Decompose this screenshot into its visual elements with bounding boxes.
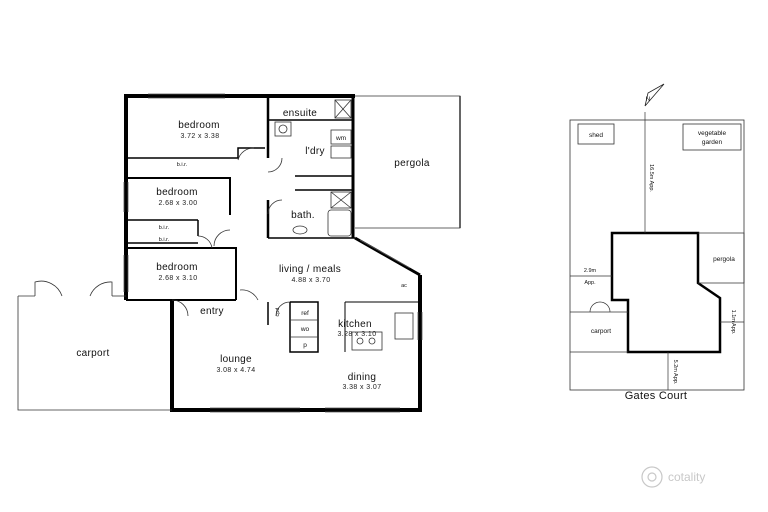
wet-area-fixtures [274,99,414,351]
garden-label-line1: vegetable [698,130,727,137]
carport-label: carport [76,348,109,359]
cpd-label: cpd [275,308,281,317]
front-setback-label: 5.2m App. [672,360,678,385]
bath-label: bath. [291,210,315,221]
bedroom3-label: bedroom [156,262,198,273]
lounge-label: lounge [220,354,252,365]
site-pergola-label: pergola [713,256,735,263]
ac-label: ac [401,283,407,289]
cotality-logo-icon [641,466,663,488]
bir-label-1: b.i.r. [177,162,188,168]
bedroom2-label: bedroom [156,187,198,198]
bedroom3-dims: 2.68 x 3.10 [158,275,197,282]
bedroom1-dims: 3.72 x 3.38 [180,133,219,140]
side-setback-app-label: App. [584,280,596,286]
bir-label-3: b.i.r. [159,237,170,243]
dining-dims: 3.38 x 3.07 [342,384,381,391]
ldry-label: l'dry [305,146,325,157]
kitchen-label: kitchen [338,319,372,330]
lounge-dims: 3.08 x 4.74 [216,367,255,374]
living-label: living / meals [279,264,341,275]
kitchen-dims: 3.28 x 3.10 [337,331,376,338]
shed-label: shed [589,132,603,139]
living-dims: 4.88 x 3.70 [291,277,330,284]
right-setback-label: 1.1m App. [730,310,736,335]
kitchen-cabinets [290,319,318,338]
carport-structure [17,280,172,411]
cotality-logo-text: cotality [668,470,705,484]
north-label: N [646,96,651,103]
house-walls [124,94,422,412]
site-plan [569,112,745,391]
street-label: Gates Court [625,390,688,402]
ref-label: ref [301,310,309,317]
pergola-label: pergola [394,158,430,169]
rear-setback-label: 16.5m App. [648,164,654,192]
north-arrow-icon [644,83,665,107]
site-carport-label: carport [591,328,611,335]
ensuite-label: ensuite [283,108,317,119]
bir-label-2: b.i.r. [159,225,170,231]
side-setback-label: 2.9m [584,268,597,274]
dining-label: dining [348,372,377,383]
doors [171,147,291,317]
wo-label: wo [300,326,310,333]
bedroom1-label: bedroom [178,120,220,131]
pergola-structure [355,95,461,229]
wm-label: wm [335,135,346,142]
entry-label: entry [200,306,224,317]
windows [123,93,423,413]
bedroom2-dims: 2.68 x 3.00 [158,200,197,207]
garden-label-line2: garden [702,139,723,146]
pantry-label: p [303,342,307,349]
